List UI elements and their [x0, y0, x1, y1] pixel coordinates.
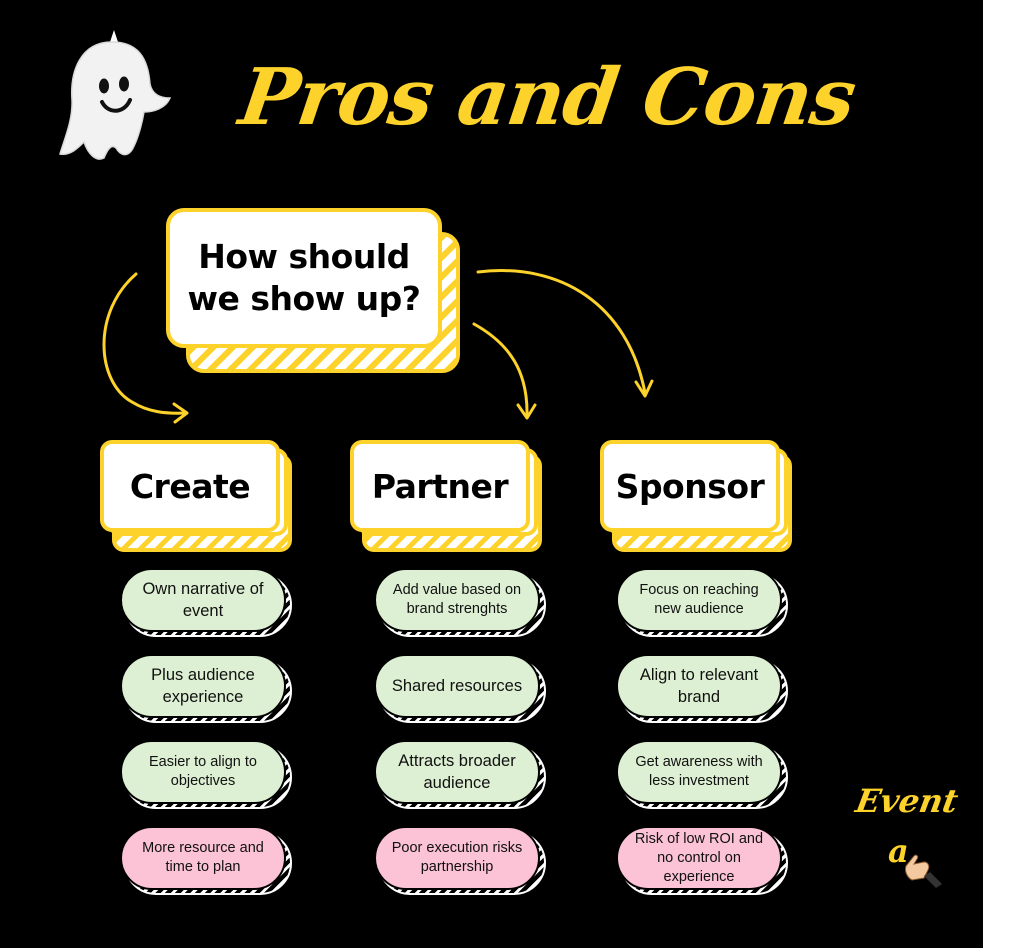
category-card-partner: Partner: [350, 440, 530, 532]
category-card-sponsor: Sponsor: [600, 440, 780, 532]
arrow-icon: [102, 272, 188, 415]
pointing-hand-icon: a: [888, 832, 942, 888]
con-item: Risk of low ROI and no control on experi…: [616, 826, 782, 890]
con-item: More resource and time to plan: [120, 826, 286, 890]
pro-item: Plus audience experience: [120, 654, 286, 718]
arrow-icon: [172, 402, 189, 424]
arrow-icon: [476, 269, 647, 395]
connector-arrows: [102, 269, 654, 424]
pro-item: Get awareness with less investment: [616, 740, 782, 804]
pro-item: Add value based on brand strenghts: [374, 568, 540, 632]
pro-item: Attracts broader audience: [374, 740, 540, 804]
arrow-icon: [472, 322, 529, 418]
pro-item: Shared resources: [374, 654, 540, 718]
pro-item: Own narrative of event: [120, 568, 286, 632]
pro-item: Focus on reaching new audience: [616, 568, 782, 632]
arrow-icon: [516, 403, 537, 420]
pro-item: Align to relevant brand: [616, 654, 782, 718]
ghost-icon: [59, 30, 172, 160]
pro-item: Easier to align to objectives: [120, 740, 286, 804]
logo-wordmark: Event: [852, 782, 961, 820]
arrow-icon: [634, 379, 654, 398]
con-item: Poor execution risks partnership: [374, 826, 540, 890]
category-card-create: Create: [100, 440, 280, 532]
logo-letter: a: [888, 832, 909, 870]
